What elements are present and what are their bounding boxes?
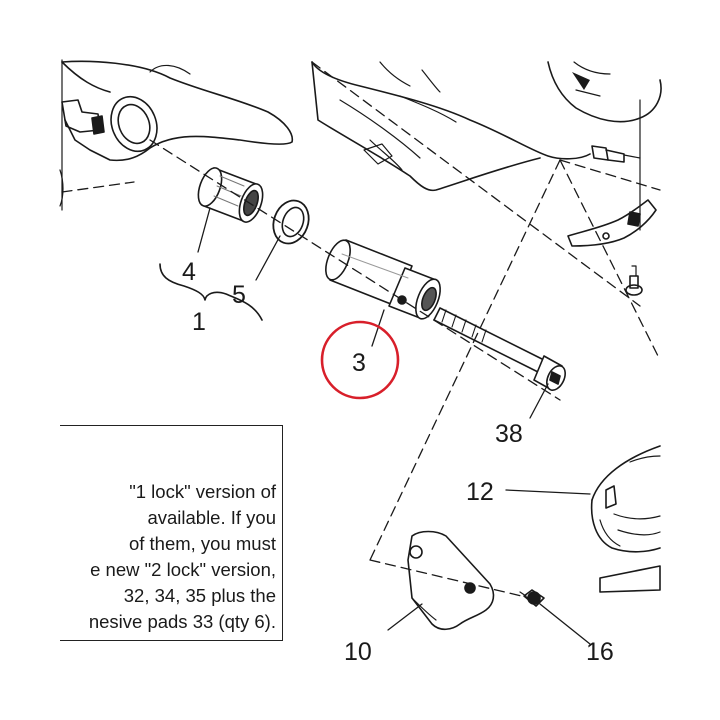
note-line-5: 32, 34, 35 plus the (123, 585, 276, 606)
upper-center-body (311, 61, 591, 192)
callout-5: 5 (232, 281, 246, 309)
note-line-6: nesive pads 33 (qty 6). (88, 611, 276, 632)
callout-12: 12 (466, 478, 494, 506)
note-line-2: available. If you (147, 507, 276, 528)
leader-10 (387, 603, 423, 631)
highlight-circle (320, 320, 400, 400)
callout-10: 10 (344, 638, 372, 666)
flat-strip (599, 565, 661, 593)
sleeve-part-3 (325, 239, 441, 320)
leader-38 (529, 383, 549, 419)
note-line-4: e new "2 lock" version, (90, 559, 276, 580)
right-small-pin (591, 145, 641, 163)
note-line-1: "1 lock" version of (129, 481, 276, 502)
needle-bearing-part-4 (197, 167, 264, 223)
group-brace-1 (159, 263, 263, 321)
callout-4: 4 (182, 258, 196, 286)
leader-lines (197, 207, 591, 645)
callout-3: 3 (352, 349, 366, 377)
leader-4 (197, 207, 211, 253)
leader-12 (505, 489, 591, 495)
bracket-plate-part-10 (407, 530, 495, 631)
callout-1: 1 (192, 308, 206, 336)
upper-left-housing (59, 59, 294, 211)
leader-16 (539, 603, 591, 645)
note-line-3: of them, you must (128, 533, 276, 554)
leader-5 (255, 235, 281, 281)
note-box: "1 lock" version of available. If you of… (60, 425, 283, 641)
housing-bore (110, 95, 158, 153)
right-latch-bracket (567, 199, 657, 247)
right-small-screw (625, 265, 643, 296)
seal-ring-part-5 (272, 199, 310, 245)
leader-3 (371, 309, 385, 347)
assembly-dashed-lines (61, 61, 661, 599)
bolt-part-38 (433, 307, 566, 391)
upper-right-piece (547, 61, 662, 123)
screw-part-16 (519, 589, 545, 607)
callout-16: 16 (586, 638, 614, 666)
callout-38: 38 (495, 420, 523, 448)
curved-cover-part-12 (590, 445, 661, 553)
